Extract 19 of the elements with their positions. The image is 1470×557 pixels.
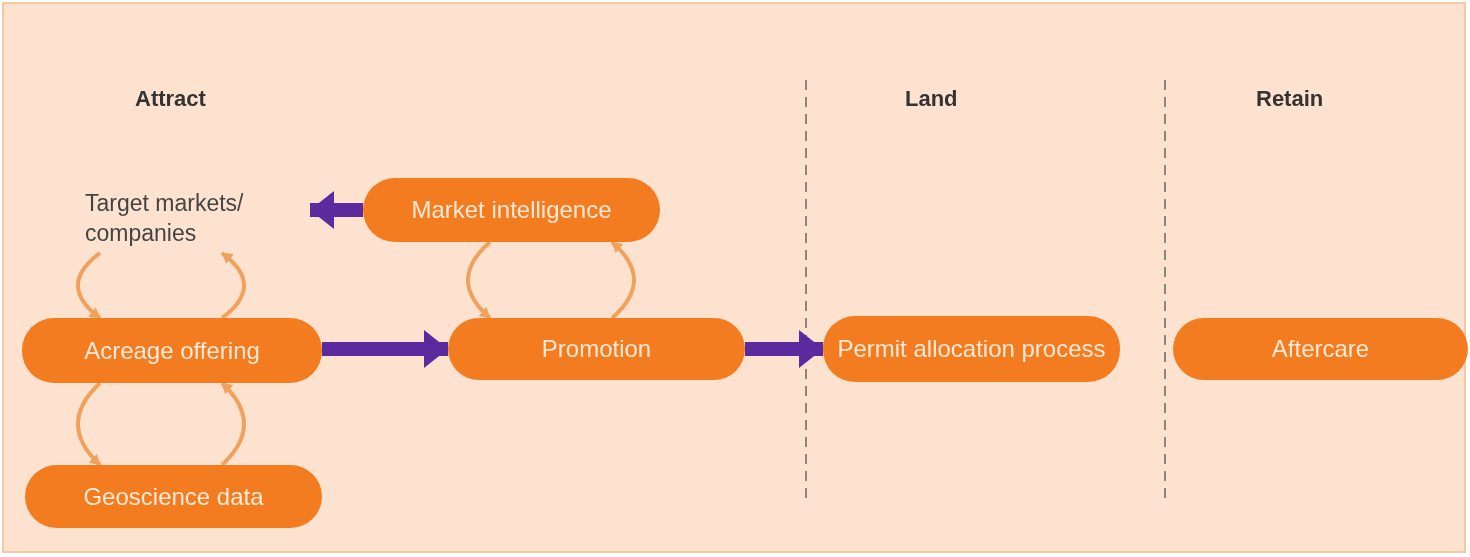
process-pill: Permit allocation process: [823, 316, 1120, 382]
block-arrow: [322, 330, 448, 368]
process-pill: Promotion: [448, 318, 745, 380]
curved-arrow: [220, 381, 246, 467]
curved-arrow: [610, 240, 636, 320]
curved-arrow: [76, 251, 102, 320]
node-text: Target markets/ companies: [85, 183, 310, 253]
phase-heading: Retain: [1256, 86, 1324, 112]
phase-heading: Land: [905, 86, 958, 112]
block-arrow: [310, 191, 363, 229]
curved-arrow: [466, 240, 492, 320]
phase-heading: Attract: [135, 86, 206, 112]
process-pill: Market intelligence: [363, 178, 660, 242]
block-arrow: [745, 330, 823, 368]
process-pill: Geoscience data: [25, 465, 322, 528]
process-pill: Acreage offering: [22, 318, 322, 383]
curved-arrow: [220, 251, 246, 320]
process-pill: Aftercare: [1173, 318, 1468, 380]
curved-arrow: [76, 381, 102, 467]
